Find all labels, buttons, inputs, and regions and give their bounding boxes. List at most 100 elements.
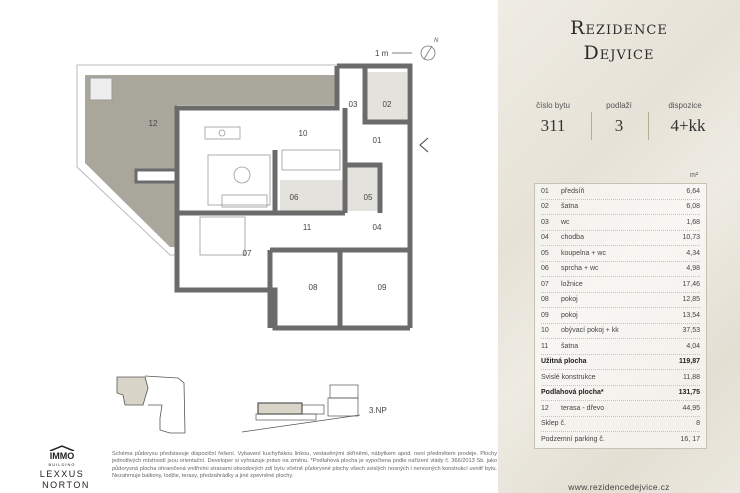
room-name: koupelna + wc: [561, 249, 606, 257]
table-row: Svislé konstrukce 11,88: [541, 370, 700, 386]
room-label-08: 08: [309, 283, 318, 292]
terrace: [85, 75, 337, 247]
room-label-03: 03: [349, 100, 358, 109]
room-area: 131,75: [678, 389, 700, 397]
room-area: 6,64: [686, 187, 700, 195]
table-row: 08 pokoj 12,85: [541, 293, 700, 308]
layout-label: dispozice: [668, 101, 702, 110]
room-name: chodba: [561, 234, 584, 242]
room-name: Sklep č.: [541, 420, 566, 428]
room-number: 08: [541, 296, 549, 304]
room-name: pokoj: [561, 311, 578, 319]
room-name: Podzemní parking č.: [541, 436, 605, 444]
room-area: 1,68: [686, 218, 700, 226]
floor-label: podlaží: [606, 101, 632, 110]
room-area: 16, 17: [680, 436, 700, 444]
room-name: předsíň: [561, 187, 585, 195]
divider: [591, 112, 592, 140]
table-row: 02 šatna 6,08: [541, 200, 700, 215]
table-row: 06 sprcha + wc 4,98: [541, 262, 700, 277]
entrance-arrow-icon: [419, 137, 429, 153]
room-area: 10,73: [682, 234, 700, 242]
layout-value: 4+kk: [670, 116, 706, 135]
room-area: 37,53: [682, 327, 700, 335]
unit-label: m²: [690, 172, 699, 179]
room-number: 02: [541, 203, 549, 211]
table-row: 11 šatna 4,04: [541, 339, 700, 355]
room-area: 44,95: [682, 404, 700, 412]
room-area: 4,98: [686, 265, 700, 273]
room-label-01: 01: [373, 136, 382, 145]
table-row: Sklep č.8: [541, 417, 700, 432]
brand-title-line2: Dejvice: [583, 42, 655, 64]
table-row: 09 pokoj 13,54: [541, 308, 700, 324]
table-row: 04 chodba 10,73: [541, 231, 700, 246]
table-row: Podlahová plocha* 131,75: [541, 386, 700, 401]
planter: [89, 77, 113, 101]
table-row: Podzemní parking č. 16, 17: [541, 432, 700, 448]
floor-plan: 12 10 03 02 01 06 05 11 04 07 08 09 1 m …: [76, 38, 439, 434]
divider: [648, 112, 649, 140]
room-label-04: 04: [373, 223, 382, 232]
area-table: 01 předsíň 6,64 02 šatna 6,08 03 wc 1,68 04 chodba…: [534, 183, 707, 449]
table-row: 07 ložnice 17,46: [541, 277, 700, 293]
table-row: 05 koupelna + wc 4,34: [541, 246, 700, 262]
table-row: Užitná plocha 119,87: [541, 355, 700, 370]
room-number: 07: [541, 280, 549, 288]
room-name: ložnice: [561, 280, 583, 288]
room-name: Svislé konstrukce: [541, 373, 596, 381]
room-label-10: 10: [299, 129, 308, 138]
apartment-number-value: 311: [540, 116, 566, 135]
room-number: 09: [541, 311, 549, 319]
room-name: Užitná plocha: [541, 358, 587, 366]
room-number: 03: [541, 218, 549, 226]
room-number: 04: [541, 234, 549, 242]
room-area: 4,04: [686, 342, 700, 350]
room-area: 12,85: [682, 296, 700, 304]
room-label-07: 07: [243, 249, 252, 258]
room-label-02: 02: [383, 100, 392, 109]
furniture: [199, 126, 341, 256]
room-name: šatna: [561, 203, 579, 211]
room-label-12: 12: [149, 119, 158, 128]
apartment-number-label: číslo bytu: [536, 101, 570, 110]
scale-label: 1 m: [375, 49, 389, 58]
room-name: terasa - dřevo: [561, 404, 605, 412]
room-number: 01: [541, 187, 549, 195]
room-name: wc: [561, 218, 570, 226]
site-key-plan: [116, 375, 186, 434]
room-label-11: 11: [303, 223, 312, 232]
room-area: 11,88: [683, 373, 700, 381]
disclaimer-text: Schéma půdorysu představuje dispoziční ř…: [112, 451, 497, 479]
building-elevation: [241, 384, 361, 433]
info-panel: Rezidence Dejvice číslo bytu podlaží dis…: [498, 0, 740, 493]
room-name: obývací pokoj + kk: [561, 327, 619, 335]
room-number: 05: [541, 249, 549, 257]
svg-text:N: N: [434, 38, 439, 44]
room-area: 119,87: [678, 358, 700, 366]
room-label-09: 09: [378, 283, 387, 292]
table-row: 12 terasa - dřevo 44,95: [541, 401, 700, 417]
brand-title-line1: Rezidence: [570, 17, 668, 39]
room-name: Podlahová plocha*: [541, 389, 604, 397]
room-area: 13,54: [682, 311, 700, 319]
floor-level-label: 3.NP: [369, 406, 387, 415]
room-number: 06: [541, 265, 549, 273]
room-name: pokoj: [561, 296, 578, 304]
room-name: šatna: [561, 342, 579, 350]
room-label-05: 05: [364, 193, 373, 202]
immo-building-logo: IMMO BUILDING: [42, 445, 82, 467]
walls: [174, 63, 413, 331]
floor-value: 3: [614, 116, 624, 135]
room-number: 12: [541, 404, 549, 412]
room-number: 11: [541, 342, 549, 350]
room-label-06: 06: [290, 193, 299, 202]
room-name: sprcha + wc: [561, 265, 599, 273]
table-row: 03 wc 1,68: [541, 215, 700, 231]
website-link[interactable]: www.rezidencedejvice.cz: [568, 482, 670, 492]
room-area: 6,08: [686, 203, 700, 211]
room-area: 4,34: [686, 249, 700, 257]
room-area: 17,46: [682, 280, 700, 288]
table-row: 01 předsíň 6,64: [541, 184, 700, 200]
